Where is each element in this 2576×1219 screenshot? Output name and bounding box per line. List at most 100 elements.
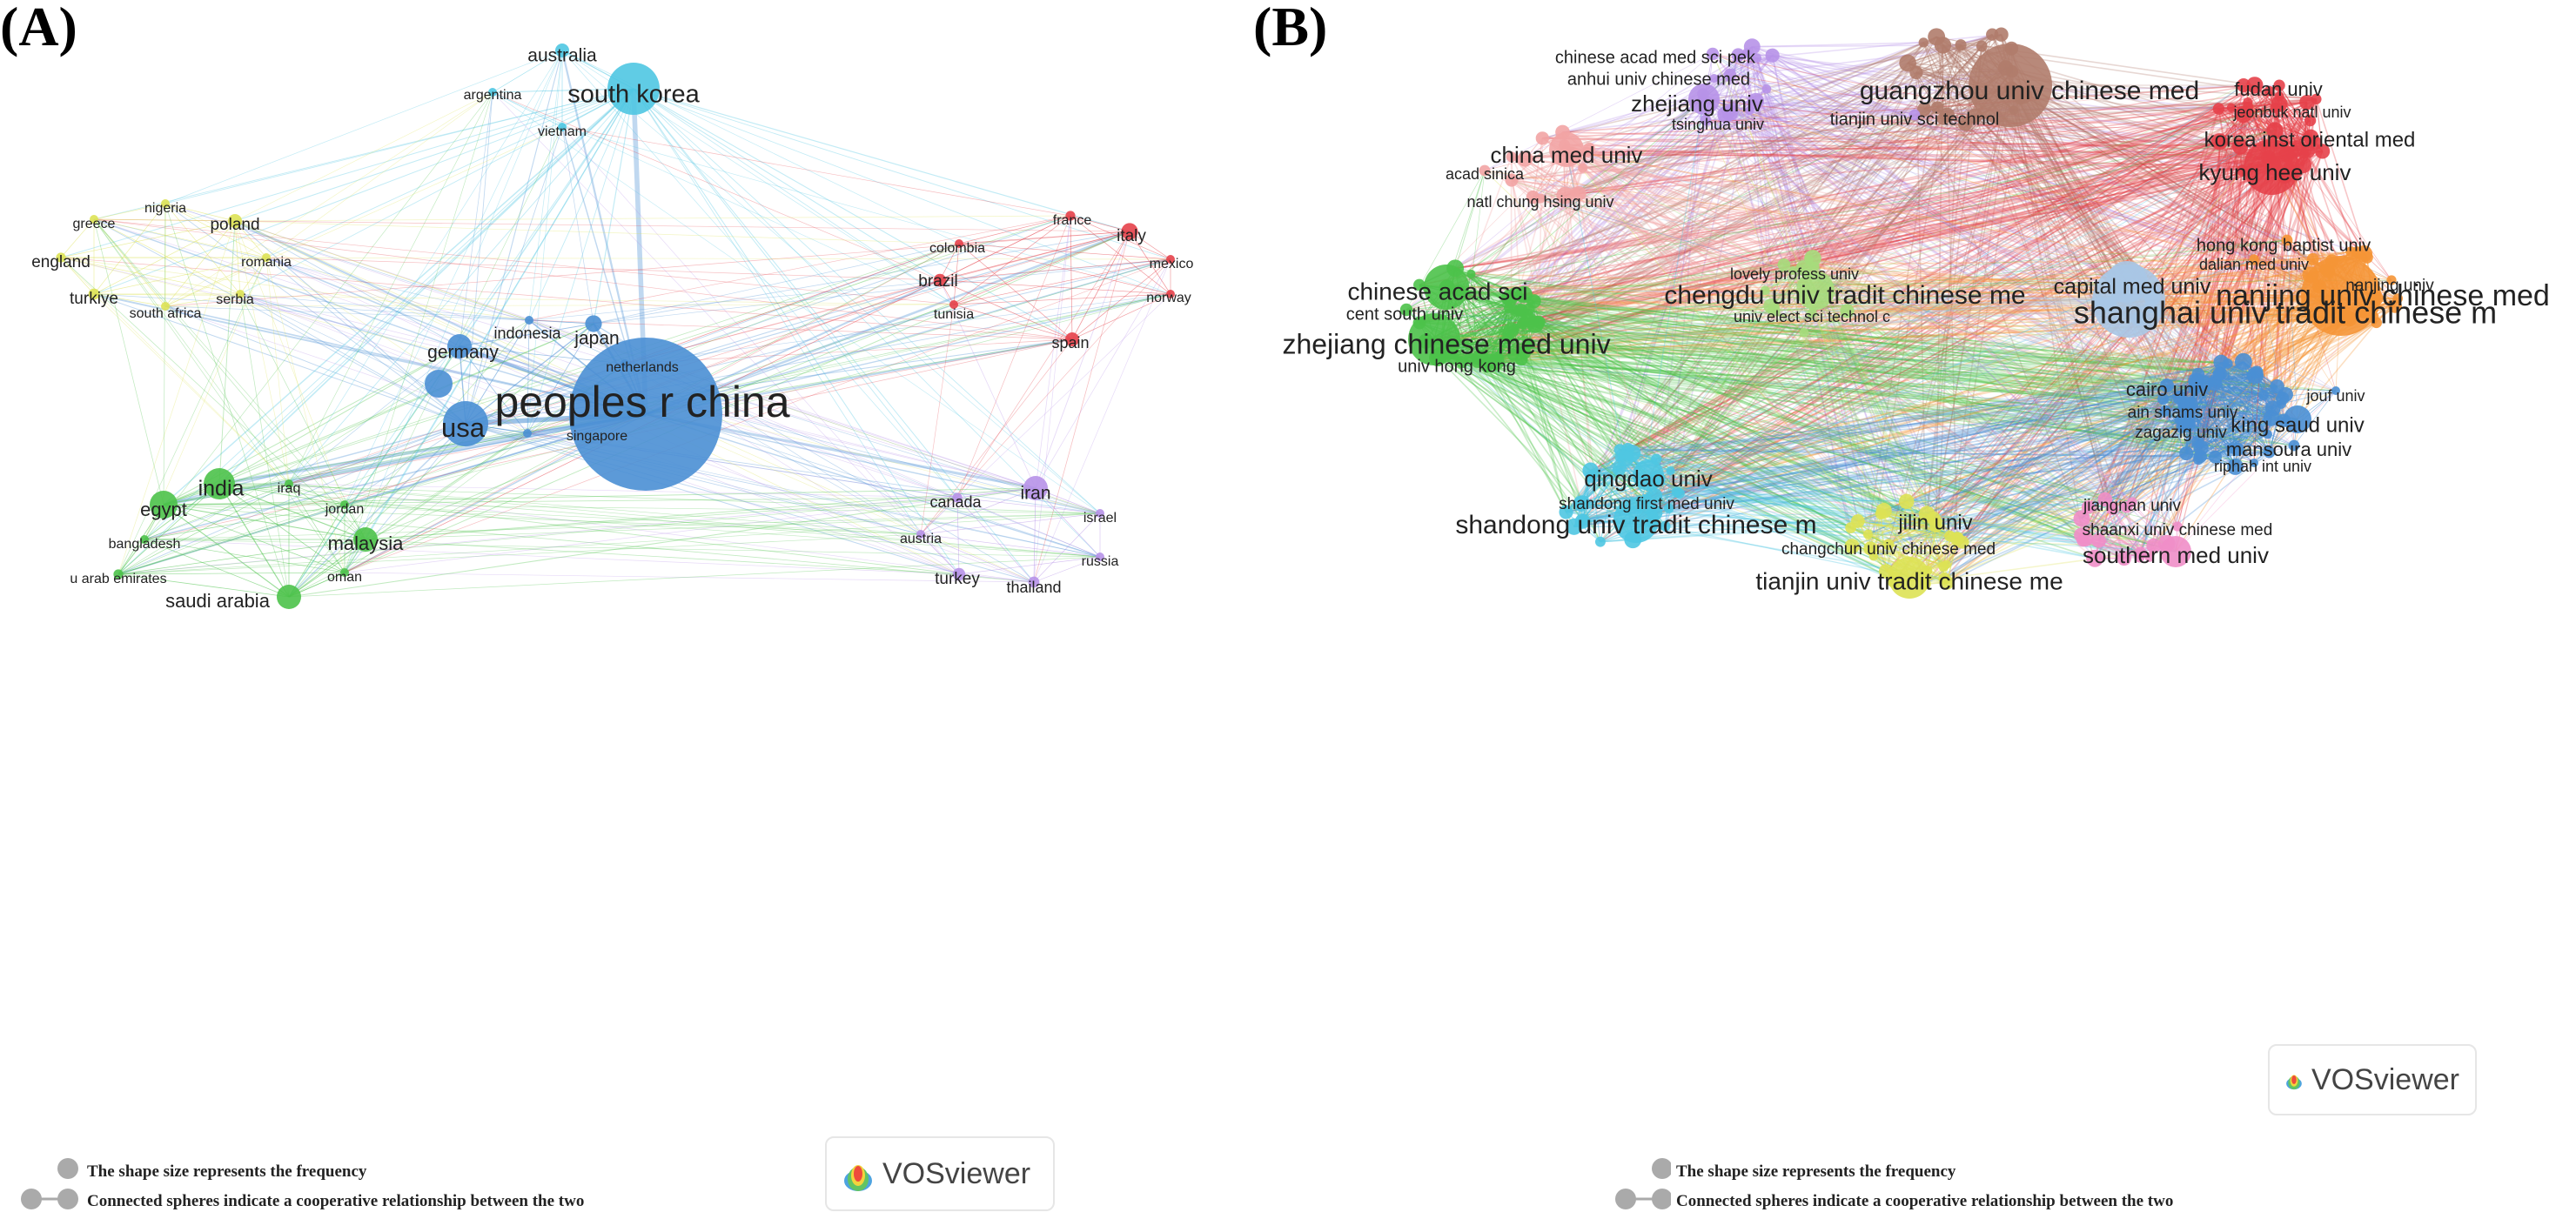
b-link	[1857, 311, 2365, 522]
b-link	[1676, 265, 1815, 492]
b-link	[1419, 322, 2208, 384]
b-label-qingdao-univ: qingdao univ	[1584, 465, 1712, 492]
b-link	[2111, 455, 2201, 510]
b-label-chinese-acad-sci: chinese acad sci	[1347, 278, 1527, 305]
b-link	[1452, 148, 2298, 359]
b-link	[1564, 144, 1804, 269]
a-link	[288, 483, 1035, 583]
b-link	[1520, 309, 2083, 541]
b-link	[2243, 258, 2314, 363]
b-link	[1783, 108, 1925, 265]
a-link	[164, 91, 493, 307]
a-link	[561, 126, 594, 325]
b-link	[1656, 163, 2274, 480]
a-link	[465, 423, 1101, 558]
b-link	[1445, 345, 1853, 547]
a-label-thailand: thailand	[1006, 579, 1061, 596]
a-link	[633, 88, 1101, 514]
b-link	[1486, 366, 1950, 537]
b-link	[1808, 258, 2345, 318]
b-node-small	[1862, 529, 1873, 539]
b-link	[1619, 373, 2219, 459]
b-link	[1529, 343, 2197, 388]
b-link	[1632, 452, 2096, 559]
a-link	[593, 243, 960, 325]
b-link	[1869, 118, 1944, 549]
b-link	[1452, 358, 1584, 521]
b-link	[1426, 340, 2222, 364]
b-link	[1846, 311, 1937, 527]
a-link	[234, 220, 530, 321]
a-link	[344, 504, 1101, 514]
b-link	[1702, 55, 1773, 95]
a-link	[465, 423, 922, 535]
b-link	[1446, 274, 2311, 289]
b-link	[1668, 108, 2219, 509]
b-link	[1600, 96, 2280, 543]
a-link	[633, 88, 960, 575]
b-link	[1814, 72, 1917, 267]
a-link	[163, 88, 634, 506]
b-link	[2125, 146, 2241, 508]
b-link	[1962, 154, 2288, 543]
a-link	[288, 50, 563, 485]
b-link	[1803, 267, 2199, 375]
b-link	[1654, 385, 2197, 514]
b-link	[2138, 107, 2232, 558]
a-link	[93, 218, 1073, 340]
b-label-cent-south-univ: cent south univ	[1346, 305, 1464, 324]
b-link	[1508, 307, 2195, 390]
a-link	[164, 305, 647, 415]
b-label-jiangnan-univ: jiangnan univ	[2083, 497, 2181, 515]
b-link	[2271, 154, 2288, 409]
b-link	[1564, 144, 2256, 377]
b-link	[1926, 385, 2197, 515]
b-link	[1894, 98, 2318, 581]
a-label-india: india	[198, 477, 245, 501]
b-link	[1654, 433, 2268, 514]
b-link	[1587, 151, 1859, 522]
b-link	[1881, 447, 2202, 515]
b-link	[1439, 141, 2221, 358]
b-link	[1574, 191, 2150, 559]
a-link	[117, 512, 1101, 575]
b-link	[1511, 179, 1859, 522]
b-link	[1590, 251, 2358, 472]
a-link	[953, 258, 1171, 305]
b-link	[1471, 273, 2220, 375]
b-link	[2081, 417, 2272, 536]
a-link	[164, 305, 960, 575]
b-link	[1524, 352, 2202, 449]
a-link	[344, 504, 922, 535]
b-link	[1452, 357, 1853, 547]
b-link	[2153, 441, 2199, 546]
b-link	[1770, 305, 1882, 515]
b-link	[1573, 448, 2237, 528]
b-link	[1511, 179, 2396, 307]
a-link	[288, 363, 626, 598]
b-link	[1587, 151, 2375, 318]
b-link	[1702, 93, 2284, 399]
b-link	[1496, 360, 2186, 424]
b-link	[1924, 257, 2368, 585]
b-link	[1962, 153, 2305, 543]
b-link	[1946, 305, 2110, 584]
b-link	[1803, 332, 2231, 450]
b-link	[1515, 293, 2277, 387]
a-link	[492, 91, 563, 128]
b-link	[1582, 167, 2367, 258]
b-link	[1926, 322, 2378, 572]
b-label-jilin-univ: jilin univ	[1897, 511, 1972, 534]
a-link	[1071, 231, 1130, 340]
a-link	[93, 293, 594, 325]
a-link	[1033, 512, 1101, 583]
b-link	[1907, 34, 2002, 64]
a-link	[144, 413, 647, 540]
b-link	[1949, 403, 2192, 537]
a-label-jordan: jordan	[325, 502, 364, 517]
b-link	[2315, 98, 2368, 258]
b-link	[1523, 352, 1567, 512]
b-link	[1495, 260, 2332, 363]
b-link	[1495, 45, 1982, 363]
b-link	[1528, 305, 1772, 310]
